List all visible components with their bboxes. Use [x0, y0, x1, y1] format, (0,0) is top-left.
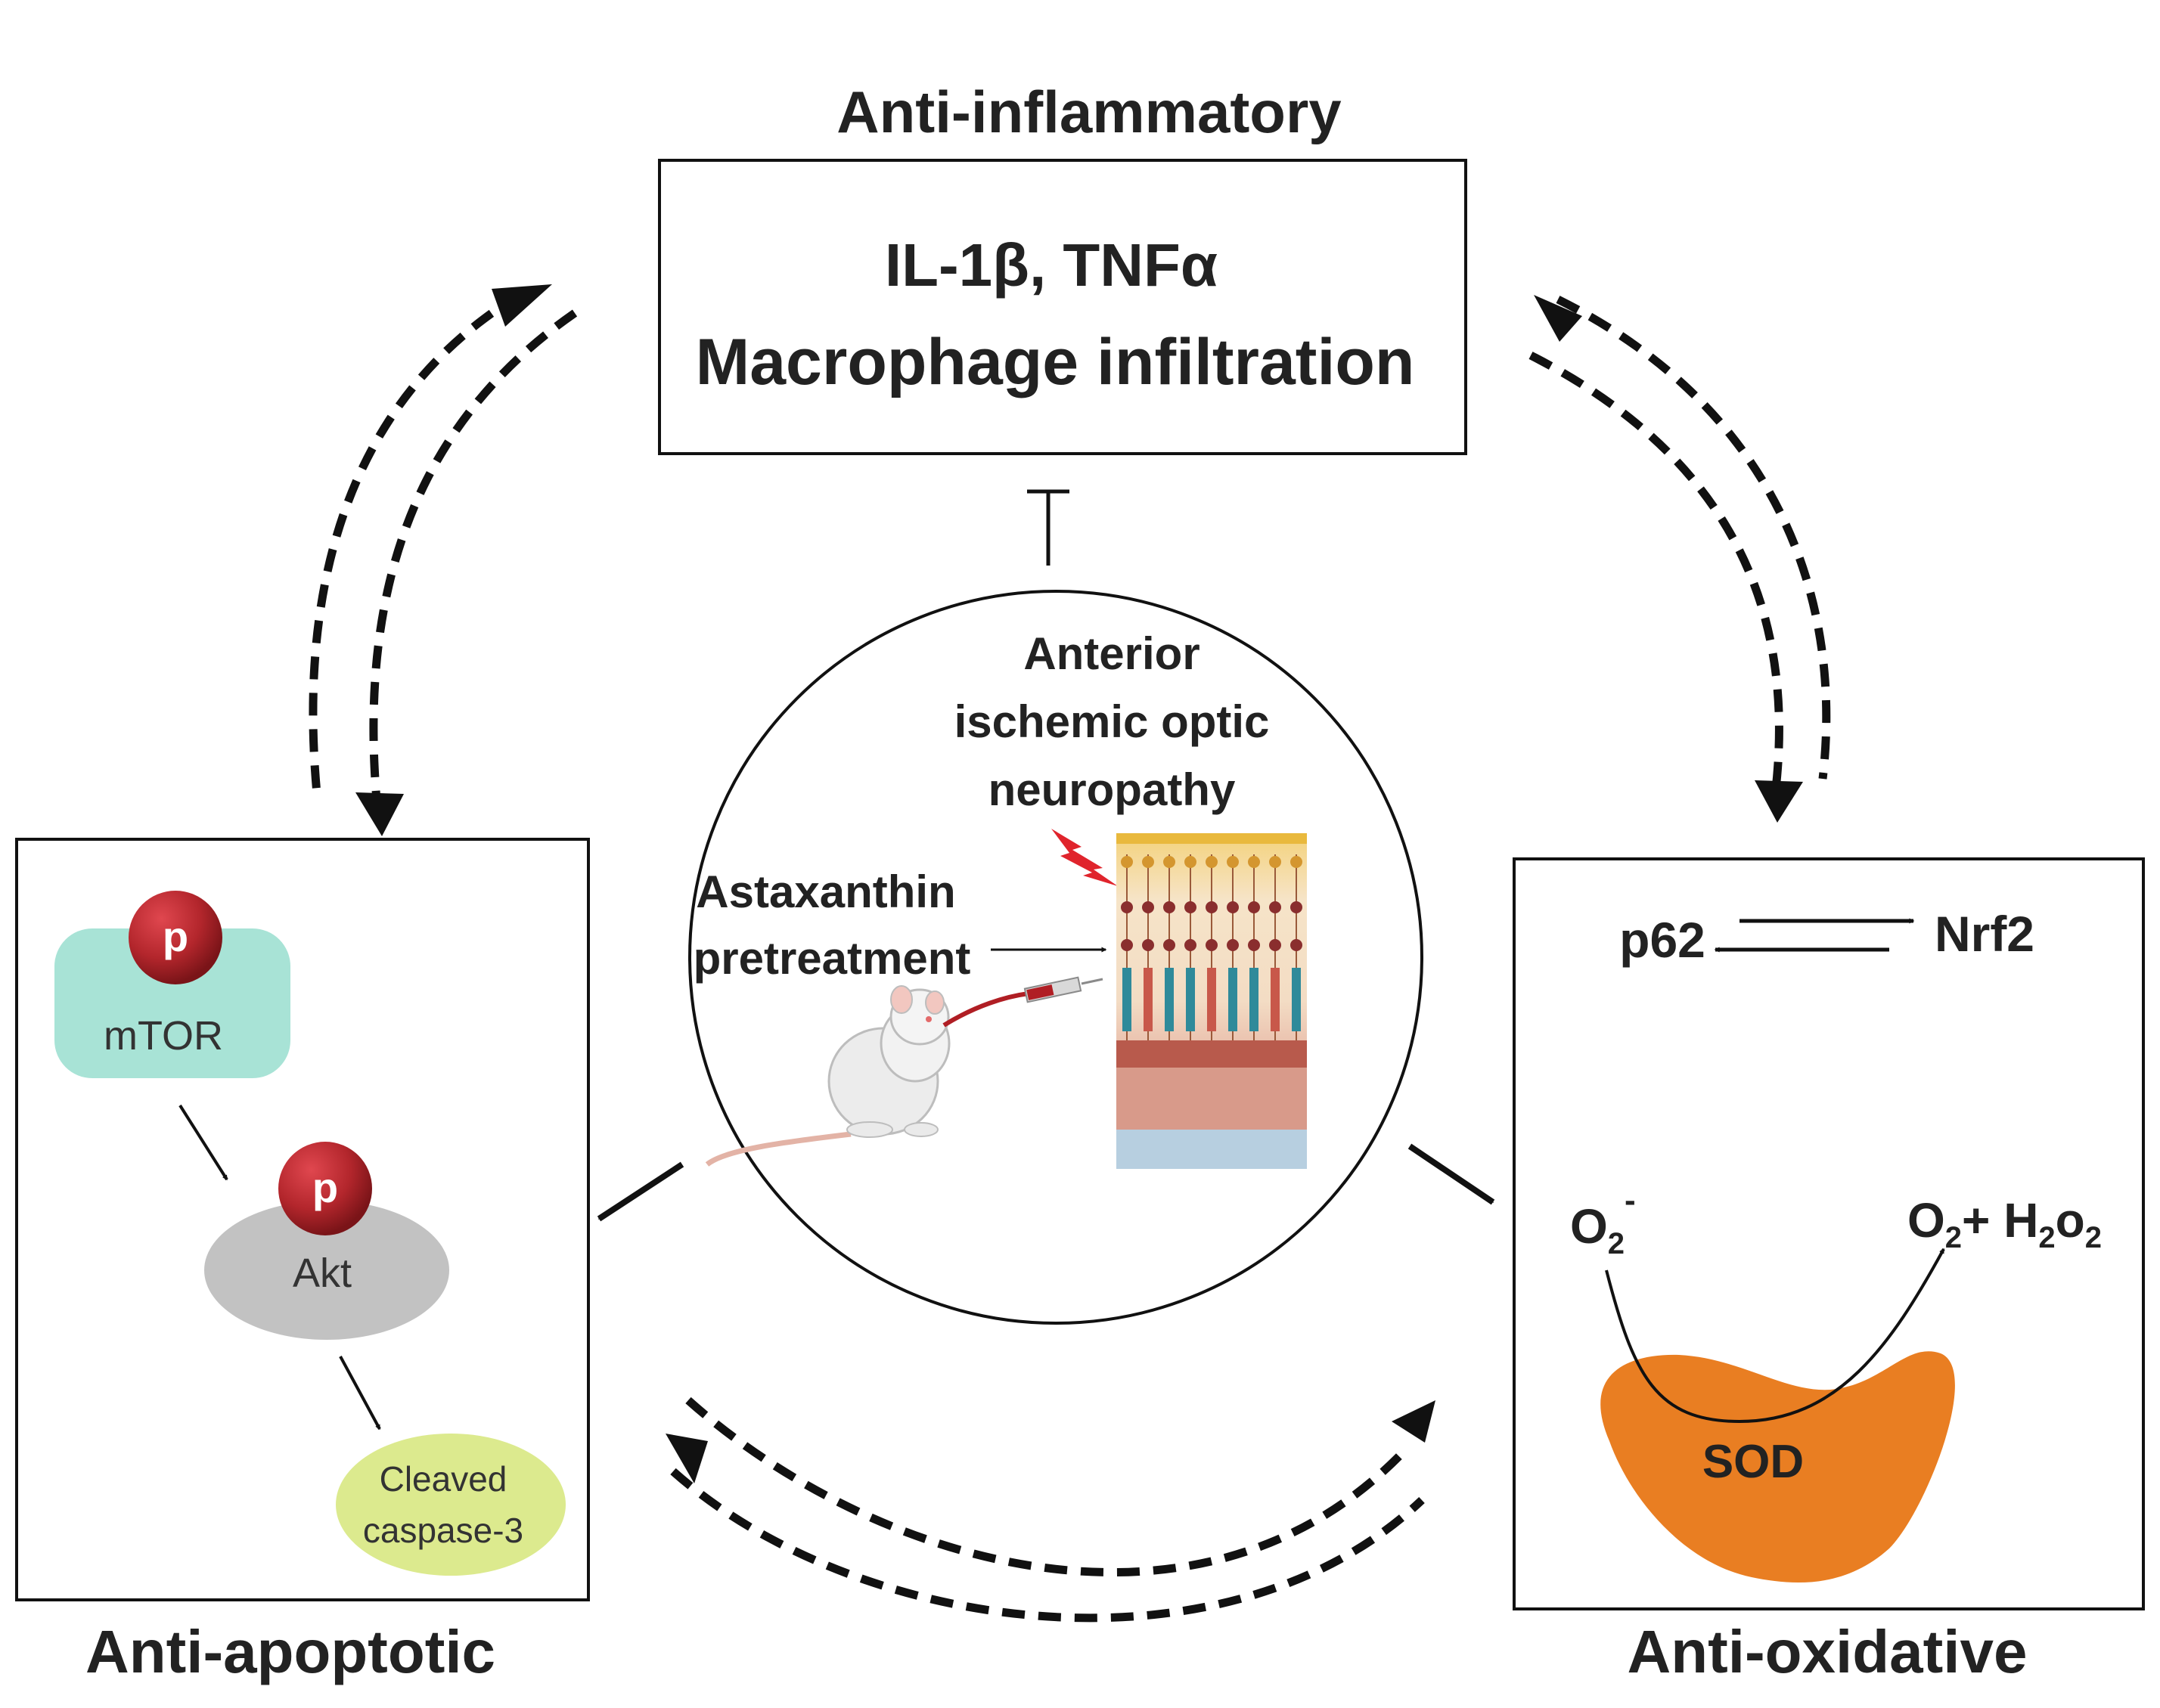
mtor-phospho-icon	[129, 891, 222, 984]
arrow-akt-to-caspase	[339, 1356, 381, 1431]
dashed-double-arrow-icon	[309, 290, 1831, 1623]
akt-node	[204, 1201, 449, 1340]
treatment-line-1: Astaxanthin	[696, 866, 955, 917]
dashed-arrowheads	[355, 284, 1803, 1483]
retina-cell-column	[1184, 854, 1196, 1043]
reaction-curve-arrow	[1605, 1248, 1945, 1424]
anti-apoptotic-heading: Anti-apoptotic	[85, 1618, 495, 1685]
mouse-icon	[705, 985, 951, 1167]
caspase-node	[336, 1434, 566, 1576]
products-label: O2+ H2o2	[1907, 1193, 2102, 1254]
anti-oxidative-heading: Anti-oxidative	[1628, 1618, 2028, 1685]
macrophage-label: Macrophage infiltration	[696, 326, 1415, 398]
syringe-icon	[942, 976, 1103, 1028]
mtor-phospho-label: p	[163, 913, 188, 960]
retina-cell-column	[1206, 854, 1218, 1043]
anti-inflammatory-heading: Anti-inflammatory	[836, 79, 1341, 145]
treatment-line-2: pretreatment	[694, 933, 971, 984]
retina-cell-column	[1163, 854, 1175, 1043]
p62-label: p62	[1619, 912, 1705, 968]
retina-cell-column	[1269, 854, 1281, 1043]
akt-phospho-icon	[278, 1142, 372, 1235]
akt-label: Akt	[293, 1251, 352, 1296]
superoxide-label: O2-	[1570, 1182, 1636, 1260]
retina-cell-column	[1227, 854, 1239, 1043]
mtor-label: mTOR	[104, 1013, 223, 1059]
condition-line-2: ischemic optic	[954, 696, 1270, 747]
sod-blob	[1600, 1351, 1955, 1583]
cytokines-label: IL-1β, TNFα	[885, 231, 1218, 299]
lightning-icon	[1051, 829, 1118, 886]
caspase-label-1: Cleaved	[380, 1459, 507, 1499]
sod-label: SOD	[1702, 1436, 1804, 1488]
retina-layers-icon	[1116, 833, 1307, 1169]
arrow-to-oxidative	[1407, 1143, 1495, 1205]
condition-line-1: Anterior	[1023, 628, 1199, 679]
retina-cell-column	[1121, 854, 1133, 1043]
condition-line-3: neuropathy	[988, 764, 1236, 815]
arrow-to-apoptotic	[597, 1161, 684, 1222]
inhibition-bar-icon	[1027, 489, 1069, 566]
caspase-label-2: caspase-3	[363, 1511, 523, 1550]
retina-cell-column	[1290, 854, 1302, 1043]
nrf2-label: Nrf2	[1935, 906, 2034, 962]
arrow-mtor-to-akt	[178, 1104, 228, 1181]
retina-cell-column	[1248, 854, 1260, 1043]
retina-cell-column	[1142, 854, 1154, 1043]
akt-phospho-label: p	[312, 1164, 338, 1211]
inflammation-box	[658, 159, 1467, 455]
mtor-node	[54, 928, 290, 1078]
